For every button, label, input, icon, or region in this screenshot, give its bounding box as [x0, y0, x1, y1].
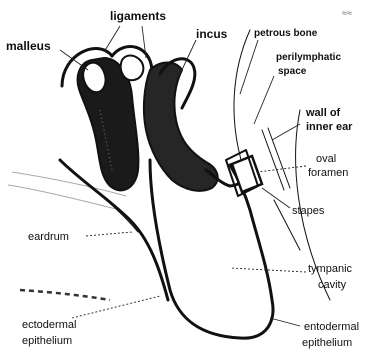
eardrum-leader	[86, 232, 132, 236]
perilymphatic-leader	[254, 76, 274, 124]
ectodermal-leader	[72, 296, 160, 318]
canal-dashes	[20, 290, 110, 300]
label-wall-1: wall of	[305, 107, 341, 119]
label-ectodermal-2: epithelium	[22, 335, 72, 347]
label-tympanic-1: tympanic	[308, 263, 353, 275]
label-wall-2: inner ear	[306, 121, 353, 133]
label-incus: incus	[196, 27, 228, 41]
label-oval-2: foramen	[308, 167, 348, 179]
corner-mark: ≈≈	[342, 8, 352, 18]
stapes-leader	[262, 188, 290, 208]
label-oval-1: oval	[316, 153, 336, 165]
label-perilymphatic-2: space	[278, 66, 307, 77]
label-entodermal-1: entodermal	[304, 321, 359, 333]
label-tympanic-2: cavity	[318, 279, 347, 291]
ligaments-leader-1	[104, 26, 120, 52]
inner-wall-line-2	[268, 128, 290, 188]
label-stapes: stapes	[292, 205, 325, 217]
label-ligaments: ligaments	[110, 9, 166, 23]
label-petrous-bone: petrous bone	[254, 28, 318, 39]
label-entodermal-2: epithelium	[302, 337, 352, 349]
tympanic-leader	[230, 268, 306, 272]
ligament-hollow-2	[121, 56, 144, 81]
malleus-leader	[60, 50, 88, 70]
label-perilymphatic-1: perilymphatic	[276, 52, 341, 63]
petrous-bone-arc	[234, 30, 250, 170]
label-ectodermal-1: ectodermal	[22, 319, 76, 331]
label-eardrum: eardrum	[28, 231, 69, 243]
entodermal-leader	[270, 318, 300, 326]
label-malleus: malleus	[6, 39, 51, 53]
